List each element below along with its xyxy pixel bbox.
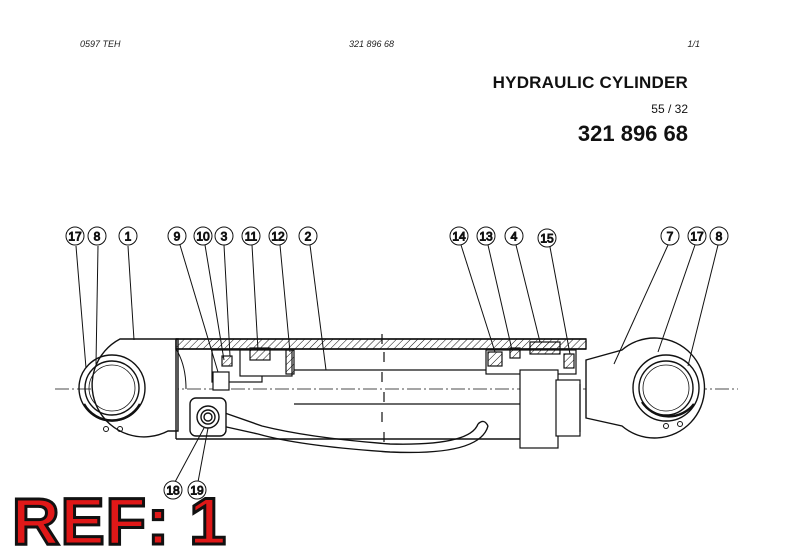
svg-text:1: 1 — [125, 230, 132, 244]
part-number: 321 896 68 — [577, 121, 688, 146]
callout-7: 7 — [660, 226, 680, 246]
svg-text:17: 17 — [690, 230, 704, 244]
callout-10: 10 — [193, 226, 213, 246]
svg-text:3: 3 — [221, 230, 228, 244]
break-marks — [381, 334, 385, 442]
svg-text:8: 8 — [94, 230, 101, 244]
right-eye — [585, 337, 706, 439]
drawing-title: HYDRAULIC CYLINDER — [492, 73, 688, 92]
callout-4: 4 — [504, 226, 524, 246]
callout-12: 12 — [268, 226, 288, 246]
hose — [221, 411, 489, 454]
svg-text:4: 4 — [511, 230, 518, 244]
callout-17-left: 17 — [65, 226, 85, 246]
svg-text:19: 19 — [190, 484, 204, 498]
callout-8-left: 8 — [87, 226, 107, 246]
callout-9: 9 — [167, 226, 187, 246]
piston — [211, 347, 520, 405]
svg-text:9: 9 — [174, 230, 181, 244]
callout-18: 18 — [163, 480, 183, 500]
header-part-number: 321 896 68 — [349, 39, 395, 49]
svg-text:14: 14 — [452, 230, 466, 244]
svg-text:7: 7 — [667, 230, 674, 244]
callout-8-right: 8 — [709, 226, 729, 246]
svg-text:17: 17 — [68, 230, 82, 244]
callout-15: 15 — [537, 228, 557, 248]
leader-lines — [75, 244, 719, 483]
svg-text:15: 15 — [540, 232, 554, 246]
header-page-count: 1/1 — [687, 39, 700, 49]
hose-fitting — [189, 397, 227, 437]
svg-text:2: 2 — [305, 230, 312, 244]
svg-text:13: 13 — [479, 230, 493, 244]
svg-text:11: 11 — [245, 230, 258, 244]
svg-text:8: 8 — [716, 230, 723, 244]
callouts: 17 8 1 9 10 3 11 12 2 14 13 4 15 7 17 8 … — [65, 226, 729, 500]
callout-2: 2 — [298, 226, 318, 246]
svg-text:12: 12 — [271, 230, 285, 244]
callout-13: 13 — [476, 226, 496, 246]
callout-1: 1 — [118, 226, 138, 246]
svg-text:18: 18 — [166, 484, 180, 498]
callout-3: 3 — [214, 226, 234, 246]
ref-label: REF: 1 — [10, 484, 228, 558]
cylinder-dimensions: 55 / 32 — [651, 102, 688, 116]
header-doc-code: 0597 TEH — [80, 39, 121, 49]
left-eye — [78, 338, 179, 438]
callout-19: 19 — [187, 480, 207, 500]
callout-11: 11 — [241, 226, 261, 246]
callout-14: 14 — [449, 226, 469, 246]
callout-17-right: 17 — [687, 226, 707, 246]
gland-head — [485, 341, 581, 449]
svg-text:10: 10 — [196, 230, 210, 244]
